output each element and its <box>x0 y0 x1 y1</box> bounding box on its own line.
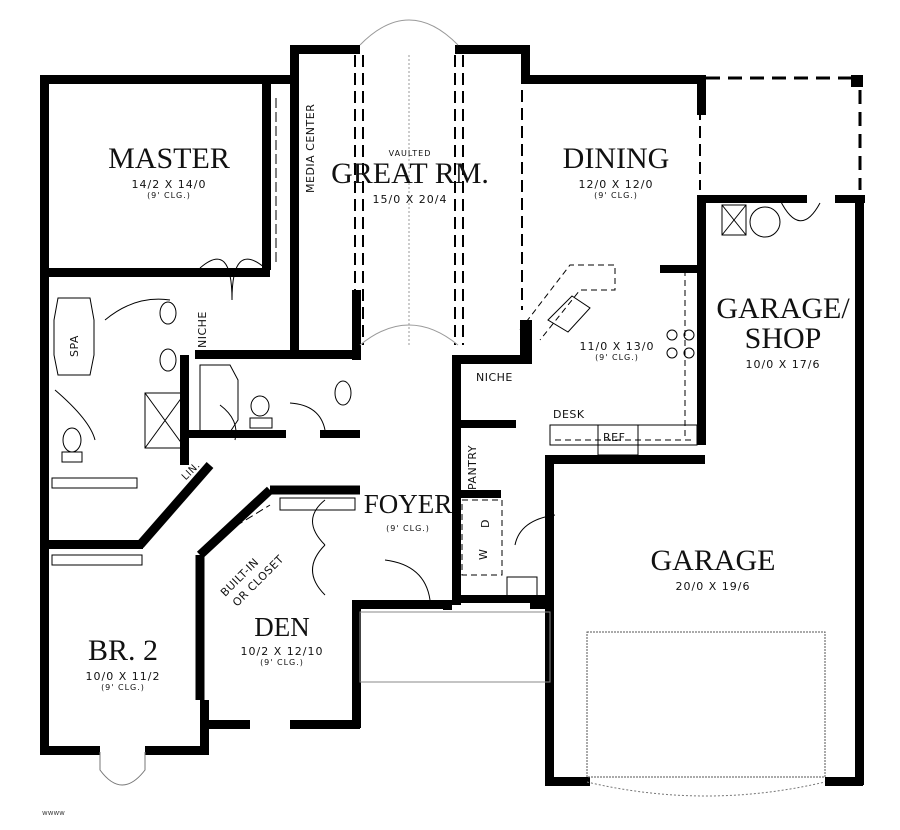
room-name: GREAT RM. <box>331 156 489 190</box>
room-prefix: VAULTED <box>388 149 432 158</box>
room-ceiling: (9' CLG.) <box>260 658 304 668</box>
room-dimensions: 11/0 X 13/0 <box>579 340 655 353</box>
closet-shelving <box>51 477 356 566</box>
room-garage: GARAGE 20/0 X 19/6 <box>650 544 776 594</box>
room-great-room: VAULTED GREAT RM. 15/0 X 20/4 <box>331 149 489 206</box>
watermark: wwww <box>42 809 65 817</box>
room-name: FOYER <box>363 489 453 519</box>
media-center-label: MEDIA CENTER <box>304 103 317 193</box>
garage-door-outline <box>586 631 826 778</box>
room-ceiling: (9' CLG.) <box>147 191 191 201</box>
door-swings <box>54 199 821 601</box>
room-dimensions: 12/0 X 12/0 <box>578 178 654 191</box>
room-bedroom-2: BR. 2 10/0 X 11/2 (9' CLG.) <box>86 636 161 693</box>
room-name: DINING <box>562 142 670 175</box>
room-name: GARAGE <box>650 544 776 577</box>
room-ceiling: (9' CLG.) <box>595 353 639 363</box>
room-name: DEN <box>254 612 310 642</box>
room-name-line2: SHOP <box>744 322 822 355</box>
shop-dashed-walls <box>706 76 862 190</box>
fixtures <box>53 204 781 598</box>
desk-label: DESK <box>553 408 585 421</box>
dryer-label: D <box>479 519 492 528</box>
room-dimensions: 10/0 X 17/6 <box>745 358 821 371</box>
room-foyer: FOYER (9' CLG.) <box>364 491 453 534</box>
pantry-label: PANTRY <box>466 444 479 490</box>
room-name: BR. 2 <box>87 634 159 667</box>
room-dining: DINING 12/0 X 12/0 (9' CLG.) <box>563 144 670 201</box>
room-ceiling: (9' CLG.) <box>101 683 145 693</box>
room-ceiling: (9' CLG.) <box>386 524 430 533</box>
counter-solid <box>549 424 698 456</box>
niche-label-kitchen: NICHE <box>476 371 513 384</box>
room-garage-shop: GARAGE/ SHOP 10/0 X 17/6 <box>716 292 850 372</box>
room-dimensions: 15/0 X 20/4 <box>372 192 448 206</box>
refrigerator-label: REF <box>603 431 626 444</box>
room-dimensions: 10/0 X 11/2 <box>85 670 161 683</box>
room-name-line1: GARAGE/ <box>716 292 850 325</box>
room-kitchen: 11/0 X 13/0 (9' CLG.) <box>580 336 655 363</box>
counters <box>275 98 695 576</box>
washer-label: W <box>477 548 490 560</box>
vault-lines <box>354 55 701 345</box>
niche-label-master: NICHE <box>196 311 209 348</box>
room-master: MASTER 14/2 X 14/0 (9' CLG.) <box>108 144 230 201</box>
room-dimensions: 20/0 X 19/6 <box>675 580 751 593</box>
room-name: MASTER <box>108 142 230 175</box>
angled-walls <box>136 462 360 700</box>
room-den: DEN 10/2 X 12/10 (9' CLG.) <box>241 614 324 668</box>
room-dimensions: 10/2 X 12/10 <box>240 645 324 658</box>
room-ceiling: (9' CLG.) <box>594 191 638 201</box>
room-dimensions: 14/2 X 14/0 <box>131 178 207 191</box>
spa-label: SPA <box>68 335 81 357</box>
built-in-closet-line <box>204 504 271 546</box>
